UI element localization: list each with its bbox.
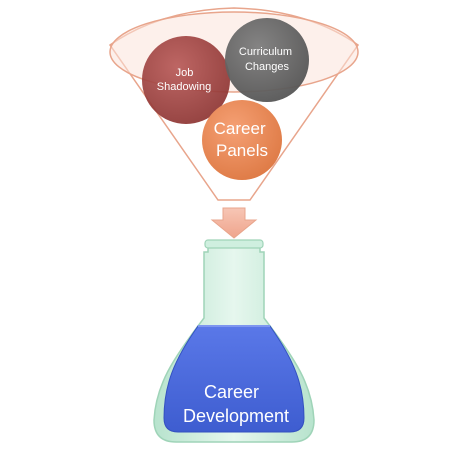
career-panels-node: Career Panels xyxy=(202,100,282,180)
curriculum-changes-node: Curriculum Changes xyxy=(225,18,309,102)
job-shadowing-label-line1: Job xyxy=(176,67,194,79)
svg-text:Curriculum Changes: Curriculum Changes xyxy=(239,46,295,73)
career-panels-label-line1: Career xyxy=(214,119,266,138)
career-panels-circle xyxy=(202,100,282,180)
flask-liquid xyxy=(163,325,305,433)
flask-lip xyxy=(204,239,264,249)
flask: Career Development xyxy=(153,239,315,443)
curriculum-changes-label-line2: Changes xyxy=(245,61,290,73)
curriculum-changes-circle xyxy=(225,18,309,102)
svg-text:Career Panels: Career Panels xyxy=(214,119,271,160)
svg-text:Job Shadowing: Job Shadowing xyxy=(157,67,211,93)
down-arrow-icon xyxy=(210,207,258,239)
career-panels-label-line2: Panels xyxy=(216,141,268,160)
career-development-label-line2: Development xyxy=(183,406,289,426)
curriculum-changes-label-line1: Curriculum xyxy=(239,46,292,58)
career-development-label-line1: Career xyxy=(204,382,259,402)
svg-text:Career Development: Career Development xyxy=(183,382,289,426)
job-shadowing-node: Job Shadowing xyxy=(142,36,230,124)
job-shadowing-circle xyxy=(142,36,230,124)
job-shadowing-label-line2: Shadowing xyxy=(157,81,211,93)
